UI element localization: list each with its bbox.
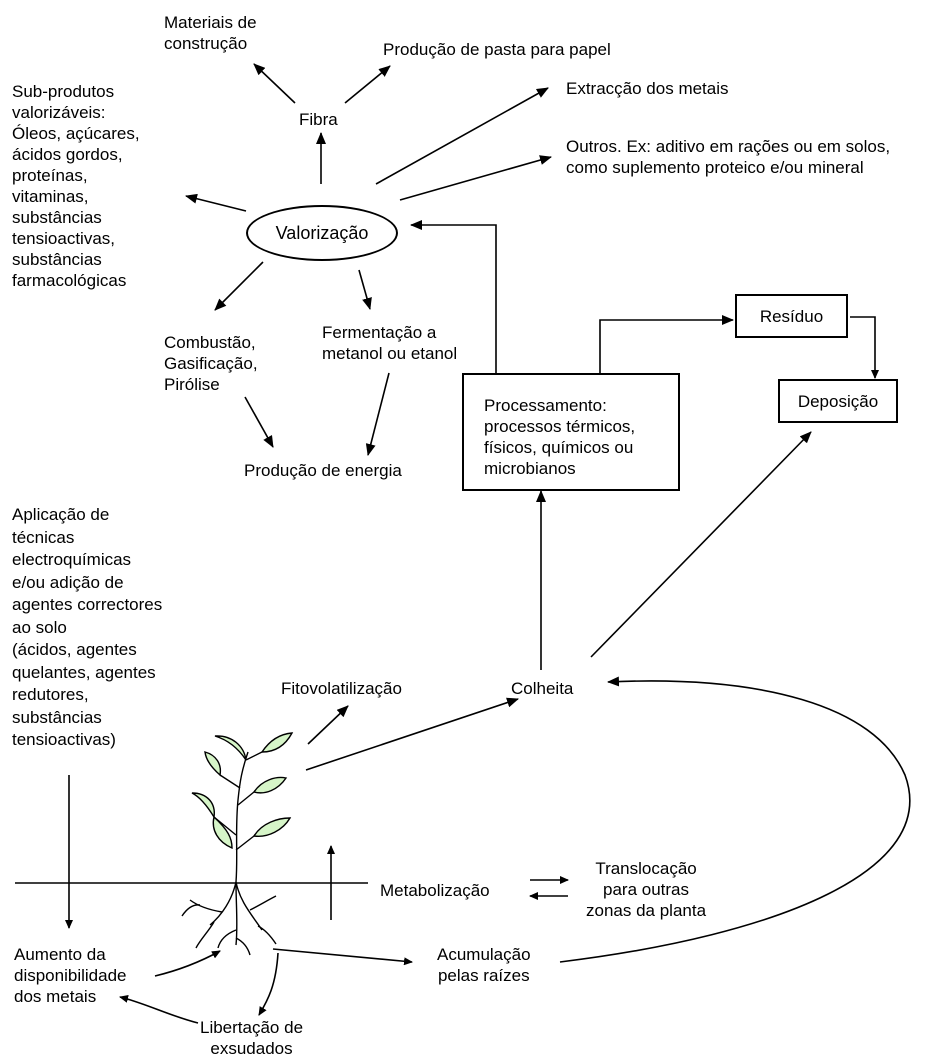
arrow-plant-fitovolatilizacao xyxy=(307,705,349,745)
arrow-valorizacao-subprodutos xyxy=(185,193,247,212)
arrow-processamento-residuo xyxy=(599,315,734,373)
leaf-4 xyxy=(252,776,288,794)
arrow-colheita-deposicao xyxy=(590,431,812,658)
node-fermentacao: Fermentação a metanol ou etanol xyxy=(322,323,458,363)
leaf-7 xyxy=(214,735,247,761)
arrow-aumento-raizes xyxy=(154,950,221,977)
arrow-fibra-pasta xyxy=(344,65,391,104)
node-fitovolatilizacao: Fitovolatilização xyxy=(281,679,402,698)
node-residuo-label: Resíduo xyxy=(759,306,824,326)
node-colheita: Colheita xyxy=(511,679,574,698)
node-processamento: Processamento: processos térmicos, físic… xyxy=(462,373,680,491)
arrow-valorizacao-fermentacao xyxy=(358,269,372,310)
node-acumulacao: Acumulação pelas raízes xyxy=(437,945,531,985)
node-aplicacao: Aplicação de técnicas electroquímicas e/… xyxy=(12,505,163,749)
arrow-fibra-materiais xyxy=(253,63,296,104)
arrow-residuo-deposicao xyxy=(850,316,879,379)
node-processamento-label: Processamento: processos térmicos, físic… xyxy=(484,396,636,478)
node-deposicao-label: Deposição xyxy=(797,391,879,411)
arrow-plant-colheita xyxy=(305,697,519,771)
node-metabolizacao: Metabolização xyxy=(380,881,490,900)
node-valorizacao: Valorização xyxy=(246,205,398,261)
arrow-processamento-valorizacao xyxy=(410,220,497,373)
arrow-acumulacao-colheita xyxy=(559,676,911,963)
node-producao-energia: Produção de energia xyxy=(244,461,402,480)
arrow-raizes-libertacao xyxy=(258,952,279,1016)
node-extraccao-metais: Extracção dos metais xyxy=(566,79,729,98)
arrow-valorizacao-outros xyxy=(399,155,552,201)
node-translocacao: Translocação para outras zonas da planta xyxy=(586,859,707,920)
leaf-2 xyxy=(191,792,215,820)
node-materiais-construcao: Materiais de construção xyxy=(164,13,257,53)
node-deposicao: Deposição xyxy=(778,379,898,423)
leaf-1 xyxy=(252,817,292,837)
node-combustao: Combustão, Gasificação, Pirólise xyxy=(164,333,258,394)
arrow-valorizacao-extraccao xyxy=(375,87,549,185)
arrow-fermentacao-energia xyxy=(365,372,390,456)
leaf-6 xyxy=(260,732,294,753)
node-libertacao-exsudados: Libertação de exsudados xyxy=(200,1018,304,1058)
leaf-5 xyxy=(204,751,222,777)
leaf-3 xyxy=(212,815,233,850)
arrow-libertacao-aumento xyxy=(119,994,199,1024)
node-residuo: Resíduo xyxy=(735,294,848,338)
node-valorizacao-label: Valorização xyxy=(275,222,369,243)
arrow-combustao-energia xyxy=(244,396,274,448)
node-outros: Outros. Ex: aditivo em rações ou em solo… xyxy=(566,137,891,177)
node-producao-pasta: Produção de pasta para papel xyxy=(383,40,611,59)
node-fibra: Fibra xyxy=(299,110,338,129)
node-aumento-disponibilidade: Aumento da disponibilidade dos metais xyxy=(14,945,127,1006)
node-subprodutos: Sub-produtos valorizáveis: Óleos, açúcar… xyxy=(12,82,140,290)
arrow-valorizacao-combustao xyxy=(214,261,264,311)
arrow-raizes-acumulacao xyxy=(272,948,413,966)
plant-illustration xyxy=(181,732,294,956)
